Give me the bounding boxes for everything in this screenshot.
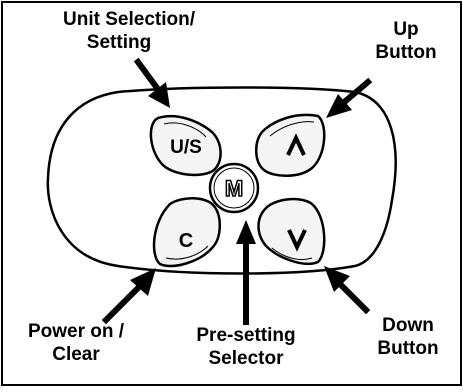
callout-presetting-line1: Pre-setting <box>196 325 296 346</box>
callout-presetting: Pre-setting Selector <box>182 324 310 370</box>
clear-label: C <box>179 230 193 252</box>
arrow-up-button <box>326 77 373 118</box>
arrow-down-button <box>324 266 371 315</box>
down-button[interactable] <box>257 197 326 265</box>
callout-power: Power on / Clear <box>14 320 138 366</box>
callout-up: Up Button <box>358 18 454 64</box>
callout-down: Down Button <box>360 314 456 360</box>
down-arrow-icon <box>287 229 307 252</box>
callout-power-line1: Power on / <box>27 321 125 342</box>
callout-up-line2: Button <box>375 42 437 63</box>
callout-unit-selection-line1: Unit Selection/ <box>63 9 195 30</box>
callout-unit-selection: Unit Selection/ Setting <box>34 8 224 54</box>
unit-selection-button[interactable]: U/S <box>149 115 222 177</box>
unit-selection-label: U/S <box>170 137 202 158</box>
arrow-power-clear <box>101 268 156 325</box>
clear-button[interactable]: C <box>152 197 221 268</box>
mode-button[interactable]: M <box>208 162 260 214</box>
diagram-border <box>1 1 462 386</box>
callout-down-line2: Button <box>377 338 439 359</box>
callout-down-line1: Down <box>382 315 434 336</box>
up-button[interactable] <box>255 113 326 177</box>
callout-up-line1: Up <box>393 19 419 40</box>
callout-power-line2: Clear <box>52 344 100 365</box>
callout-presetting-line2: Selector <box>208 348 284 369</box>
arrow-unit-selection <box>133 57 170 108</box>
callout-unit-selection-line2: Setting <box>86 32 152 53</box>
mode-label: M <box>225 176 243 201</box>
arrow-presetting <box>236 220 256 325</box>
up-arrow-icon <box>286 133 306 156</box>
